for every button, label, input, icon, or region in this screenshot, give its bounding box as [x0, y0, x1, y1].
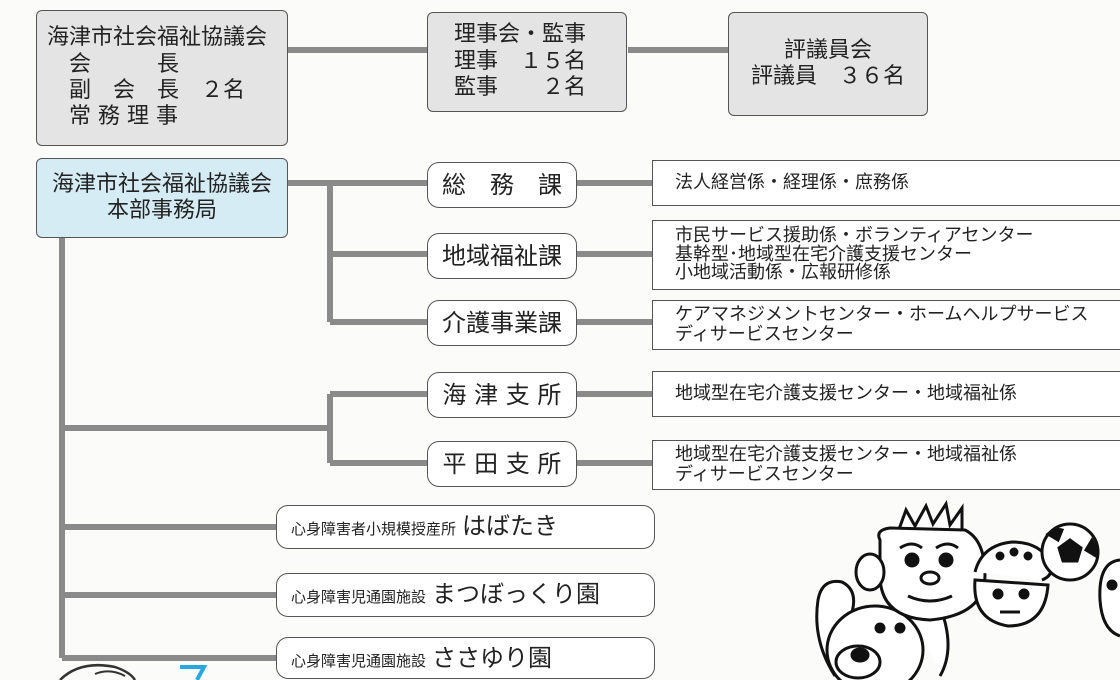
- sections-hirata-branch: 地域型在宅介護支援センター・地域福祉係 ディサービスセンター: [652, 440, 1120, 490]
- sections-chiiki-fukushi: 市民サービス援助係・ボランティアセンター 基幹型･地域型在宅介護支援センター 小…: [652, 220, 1120, 290]
- dept-hirata-branch: 平 田 支 所: [427, 441, 577, 487]
- facility-type: 心身障害児通園施設: [291, 588, 427, 606]
- cartoon-characters-illustration: [815, 500, 1120, 680]
- dept-label: 総 務 課: [442, 170, 562, 199]
- board-executive-director: 常 務 理 事: [47, 104, 178, 130]
- board-title: 海津市社会福祉協議会: [47, 25, 268, 51]
- section-line: ケアマネジメントセンター・ホームヘルプサービス: [675, 304, 1089, 326]
- councilors-count: 評議員 ３６名: [750, 64, 905, 89]
- councilors-title: 評議員会: [783, 37, 872, 63]
- hq-subtitle: 本部事務局: [106, 198, 217, 223]
- dept-label: 平 田 支 所: [442, 449, 562, 478]
- directors-count: 理事 １５名: [454, 48, 587, 74]
- dept-kaigo-jigyou: 介護事業課: [427, 300, 577, 346]
- dept-kaizu-branch: 海 津 支 所: [427, 372, 577, 418]
- dept-label: 地域福祉課: [442, 241, 562, 270]
- section-line: 地域型在宅介護支援センター・地域福祉係: [675, 444, 1017, 466]
- board-chairman: 会 長: [47, 51, 180, 77]
- decorative-swoosh-icon: [59, 663, 208, 680]
- sections-kaizu-branch: 地域型在宅介護支援センター・地域福祉係: [652, 371, 1120, 417]
- board-vice-chairman: 副 会 長 ２名: [47, 78, 246, 103]
- partial-character-icon: [1098, 558, 1120, 638]
- dept-label: 介護事業課: [442, 308, 562, 337]
- auditors-count: 監事 ２名: [454, 75, 587, 101]
- facility-matsubokkuri: 心身障害児通園施設 まつぼっくり園: [276, 573, 655, 617]
- section-line: 地域型在宅介護支援センター・地域福祉係: [675, 383, 1017, 405]
- dept-chiiki-fukushi: 地域福祉課: [427, 233, 577, 279]
- section-line: 市民サービス援助係・ボランティアセンター: [675, 224, 1034, 246]
- dept-soumu: 総 務 課: [427, 162, 577, 208]
- dept-label: 海 津 支 所: [442, 380, 562, 409]
- hq-box: 海津市社会福祉協議会 本部事務局: [36, 158, 288, 238]
- facility-name: ささゆり園: [432, 644, 553, 672]
- councilors-box: 評議員会 評議員 ３６名: [728, 12, 928, 116]
- directors-box: 理事会・監事 理事 １５名 監事 ２名: [427, 12, 627, 112]
- directors-title: 理事会・監事: [454, 22, 587, 48]
- section-line: 小地域活動係・広報研修係: [675, 262, 891, 284]
- soccer-ball-icon: [1040, 522, 1100, 582]
- girl-character-icon: [973, 540, 1053, 628]
- facility-habataki: 心身障害者小規模授産所 はばたき: [276, 505, 655, 549]
- sections-soumu: 法人経営係・経理係・庶務係: [652, 160, 1120, 206]
- dog-character-icon: [815, 579, 950, 680]
- section-line: ディサービスセンター: [675, 464, 854, 485]
- facility-sasayuri: 心身障害児通園施設 ささゆり園: [276, 637, 655, 679]
- section-line: 法人経営係・経理係・庶務係: [675, 172, 909, 194]
- hq-title: 海津市社会福祉協議会: [51, 171, 272, 197]
- section-line: 基幹型･地域型在宅介護支援センター: [675, 243, 972, 265]
- facility-name: はばたき: [462, 512, 559, 540]
- facility-type: 心身障害者小規模授産所: [291, 520, 457, 538]
- facility-type: 心身障害児通園施設: [291, 652, 427, 670]
- boy-character-icon: [854, 500, 987, 622]
- section-line: ディサービスセンター: [675, 324, 854, 345]
- facility-name: まつぼっくり園: [432, 580, 601, 608]
- sections-kaigo-jigyou: ケアマネジメントセンター・ホームヘルプサービス ディサービスセンター: [652, 300, 1120, 350]
- board-box: 海津市社会福祉協議会 会 長 副 会 長 ２名 常 務 理 事: [36, 10, 288, 146]
